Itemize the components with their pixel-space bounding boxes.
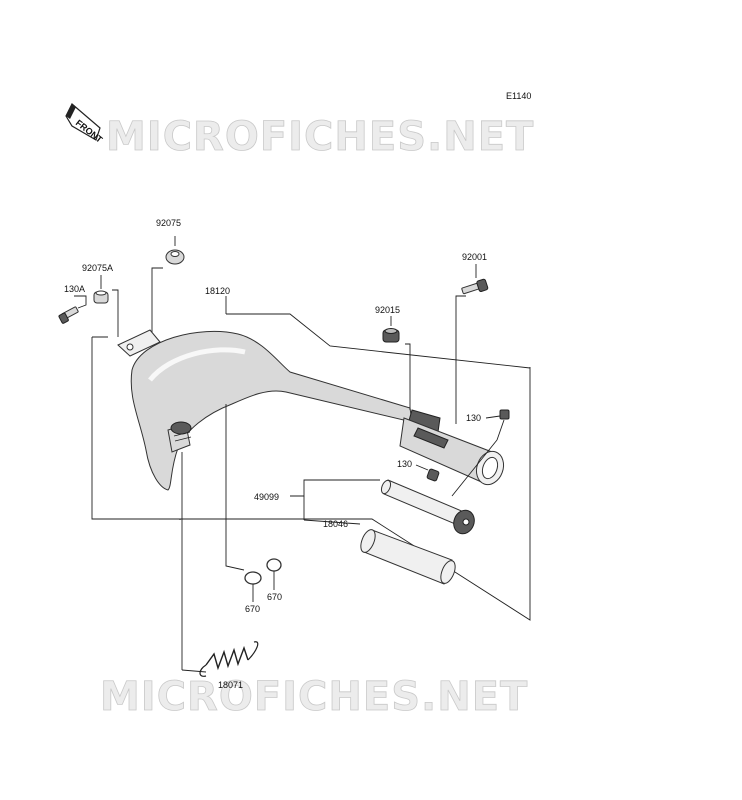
silencer-body xyxy=(399,417,505,486)
o-ring-670-left xyxy=(225,404,262,602)
label-92075A: 92075A xyxy=(82,263,113,273)
watermark-bottom: MICROFICHES.NET xyxy=(100,674,528,720)
screw-130-upper xyxy=(451,409,510,497)
bolt-92001 xyxy=(455,264,489,424)
label-92015: 92015 xyxy=(375,305,400,315)
label-92001: 92001 xyxy=(462,252,487,262)
label-92075: 92075 xyxy=(156,218,181,228)
bolt-130A xyxy=(58,295,87,324)
label-130-upper: 130 xyxy=(466,413,481,423)
washer-92075 xyxy=(151,236,185,335)
spring-18071 xyxy=(181,452,259,677)
o-ring-670-right xyxy=(266,558,282,590)
screw-130-lower xyxy=(415,464,440,482)
label-670-left: 670 xyxy=(245,604,260,614)
packing-18046 xyxy=(303,519,456,585)
label-130-lower: 130 xyxy=(397,459,412,469)
exhaust-pipe-18120 xyxy=(117,329,441,491)
label-130A: 130A xyxy=(64,284,85,294)
label-18071: 18071 xyxy=(218,680,243,690)
label-18120: 18120 xyxy=(205,286,230,296)
label-18046: 18046 xyxy=(323,519,348,529)
front-direction-badge: FRONT xyxy=(65,103,105,145)
label-670-right: 670 xyxy=(267,592,282,602)
watermark-top: MICROFICHES.NET xyxy=(106,114,534,160)
damper-92075A xyxy=(93,275,119,337)
figure-code: E1140 xyxy=(506,91,531,101)
tube-49099 xyxy=(290,479,475,535)
assembly-outline xyxy=(91,313,531,621)
label-49099: 49099 xyxy=(254,492,279,502)
nut-92015 xyxy=(382,316,411,410)
